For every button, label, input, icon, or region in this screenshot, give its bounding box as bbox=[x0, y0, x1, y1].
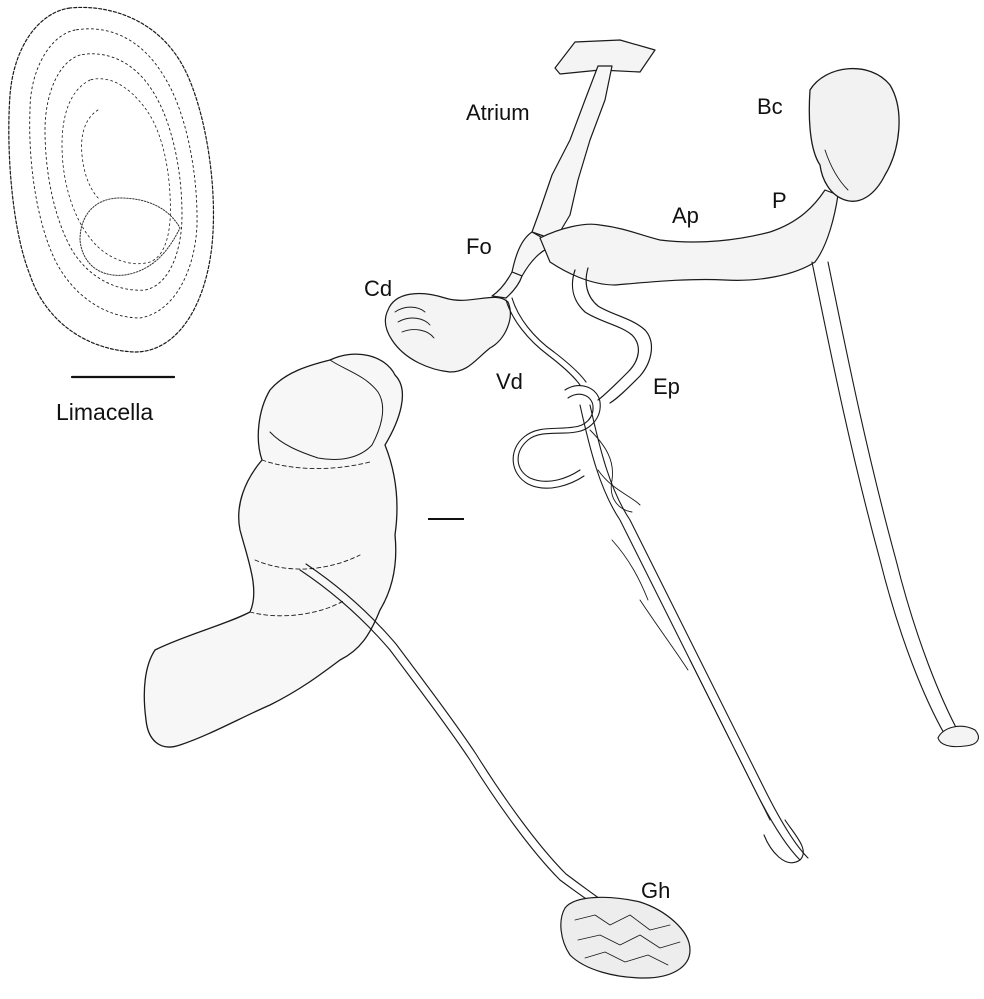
label-atrium: Atrium bbox=[466, 102, 530, 124]
bursa-copulatrix-organ bbox=[809, 69, 899, 202]
anatomy-scale-bar bbox=[428, 518, 464, 520]
shell-caption: Limacella bbox=[56, 401, 153, 424]
twisted-duct bbox=[513, 386, 808, 863]
prostate-uterus-mass bbox=[144, 354, 402, 747]
penis-retractor bbox=[812, 262, 978, 747]
epiphallus-organ bbox=[572, 268, 651, 403]
free-oviduct-organ bbox=[492, 272, 522, 298]
label-vas-deferens: Vd bbox=[496, 371, 523, 393]
label-appendix: Ap bbox=[672, 205, 699, 227]
common-duct-organ bbox=[385, 294, 510, 372]
label-epiphallus: Ep bbox=[653, 376, 680, 398]
label-penis: P bbox=[772, 190, 787, 212]
hermaphrodite-gland-organ bbox=[561, 897, 690, 978]
label-common-duct: Cd bbox=[364, 278, 392, 300]
shell-drawing bbox=[9, 7, 214, 352]
label-bursa-copulatrix: Bc bbox=[757, 96, 783, 118]
label-free-oviduct: Fo bbox=[466, 236, 492, 258]
label-hermaphrodite-gland: Gh bbox=[641, 880, 670, 902]
